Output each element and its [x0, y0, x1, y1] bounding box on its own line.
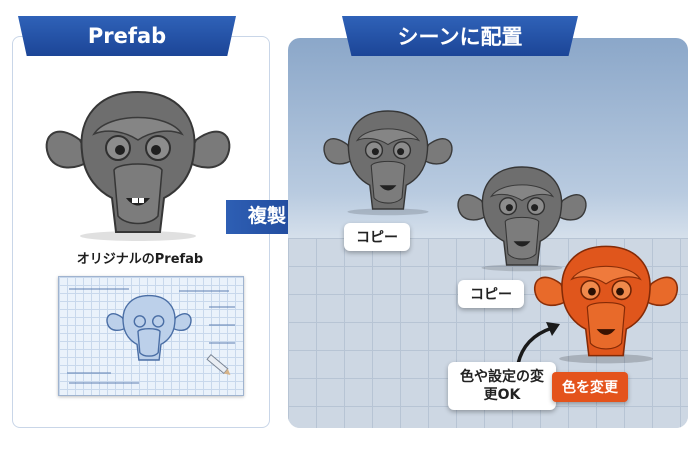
scene-banner-text: シーンに配置	[397, 25, 523, 49]
copy-monkey-1-icon	[323, 110, 453, 216]
note-label: 色や設定の変更OK	[448, 362, 556, 410]
original-caption: オリジナルのPrefab	[76, 252, 204, 267]
prefab-banner: Prefab	[18, 16, 236, 56]
original-monkey-icon	[45, 90, 231, 241]
blueprint-icon	[58, 276, 244, 396]
copy-label-1: コピー	[344, 223, 410, 251]
color-changed-label: 色を変更	[552, 372, 628, 402]
orange-monkey-icon	[533, 245, 679, 364]
prefab-banner-text: Prefab	[87, 24, 167, 48]
copy-label-2: コピー	[458, 280, 524, 308]
pointer-arrow-icon	[516, 322, 560, 366]
copy-monkey-2-icon	[457, 166, 587, 272]
duplicate-label: 複製	[247, 205, 286, 227]
scene-banner: シーンに配置	[342, 16, 578, 56]
